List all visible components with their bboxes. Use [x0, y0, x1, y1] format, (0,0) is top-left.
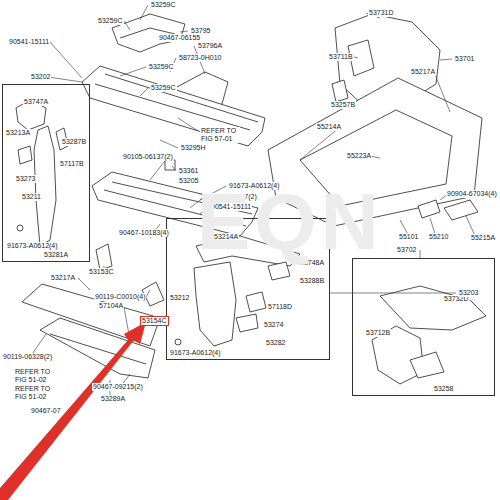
- callout-number: 90467-09215(2): [92, 383, 144, 391]
- callout-number: 53702: [396, 246, 417, 254]
- callout-number: 53259C: [150, 1, 177, 9]
- callout-number: 53747A: [23, 98, 49, 106]
- callout-number: 53273: [15, 175, 36, 183]
- clip-57118D: [246, 292, 266, 312]
- leader-lines: [30, 5, 476, 400]
- bolt: [175, 339, 181, 345]
- group-frame: 53732D53712B53258: [352, 258, 495, 396]
- side-member-53211: [34, 126, 56, 246]
- callout-number: 91673-A0612(4): [169, 349, 222, 357]
- callout-number: 90119-06328(2): [2, 353, 53, 361]
- callout-number: 53259C: [97, 17, 124, 25]
- callout-number: 53295H: [180, 144, 207, 152]
- callout-number: 53205: [178, 177, 199, 185]
- callout-number: 90467-07: [30, 407, 62, 415]
- reference-note: REFER TO FIG 57-01: [200, 127, 240, 143]
- reference-note: REFER TO FIG 51-02: [14, 385, 54, 401]
- pad-53748A: [268, 262, 290, 280]
- callout-number: 53257B: [330, 101, 356, 109]
- cowl-panel-ribs: [95, 74, 258, 130]
- callout-number: 53712B: [365, 329, 391, 337]
- callout-number: 53288B: [299, 277, 325, 285]
- callout-number: 53202: [30, 73, 51, 81]
- callout-number: 53287B: [61, 138, 87, 146]
- callout-number: 53213A: [5, 129, 31, 137]
- pointer-arrow: [0, 322, 146, 500]
- reference-note: REFER TO FIG 51-02: [14, 368, 54, 384]
- callout-number: 53274: [263, 321, 284, 329]
- callout-number: 91673-A0612(4): [6, 242, 59, 250]
- apron-53732D: [380, 286, 486, 330]
- callout-number: 53711B: [328, 53, 354, 61]
- callout-number: 90119-C0010(4): [94, 293, 146, 301]
- callout-number: 53259C: [150, 84, 177, 92]
- callout-number: 55101: [398, 233, 419, 241]
- callout-number: 90904-67034(4): [446, 190, 498, 198]
- callout-number: 55223A: [346, 152, 372, 160]
- callout-number: 90467-06155: [158, 34, 201, 42]
- callout-number: 53203: [458, 289, 479, 297]
- callout-number: 53154C: [140, 316, 169, 326]
- group-frame: 53747A 53213A 53287B 57117B 53273 53211 91673-…: [2, 84, 90, 262]
- piece-53257B: [332, 80, 348, 102]
- piece-53153C: [96, 244, 112, 270]
- piece-55215A: [444, 200, 478, 220]
- callout-number: 53361: [178, 167, 199, 175]
- piece-53258: [410, 352, 444, 378]
- cowl-top-panel: [82, 66, 265, 146]
- callout-number: 53282: [265, 339, 286, 347]
- watermark: EQN: [196, 180, 383, 264]
- callout-number: 53289A: [100, 395, 126, 403]
- callout-number: 58723-0H010: [178, 54, 222, 62]
- callout-number: 53259C: [148, 63, 175, 71]
- callout-number: 57104A: [98, 302, 124, 310]
- callout-number: 57118D: [267, 303, 293, 311]
- callout-number: 90467-10183(4): [118, 229, 170, 237]
- bolt: [17, 225, 23, 231]
- side-member-53212: [194, 262, 236, 346]
- callout-number: 57117B: [59, 160, 85, 168]
- parts-outlines: [16, 14, 486, 384]
- callout-number: 55215A: [470, 234, 496, 242]
- callout-number: 53281A: [43, 251, 69, 259]
- callout-number: 55210: [428, 233, 449, 241]
- clip-53273: [18, 146, 32, 164]
- clip: [165, 160, 175, 170]
- callout-number: 53731D: [368, 9, 395, 17]
- bracket-53274: [236, 314, 258, 332]
- callout-number: 55214A: [316, 123, 342, 131]
- callout-number: 90105-06137(2): [122, 153, 174, 161]
- callout-number: 53212: [169, 294, 190, 302]
- callout-number: 53701: [454, 55, 475, 63]
- callout-number: 90541-15111: [8, 38, 50, 46]
- callout-number: 53153C: [88, 268, 115, 276]
- callout-number: 53211: [21, 193, 42, 201]
- callout-number: 53258: [433, 385, 454, 393]
- callout-number: 53217A: [50, 274, 76, 282]
- callout-number: 53796A: [197, 42, 223, 50]
- piece-55210: [418, 200, 440, 218]
- callout-number: 55217A: [410, 68, 436, 76]
